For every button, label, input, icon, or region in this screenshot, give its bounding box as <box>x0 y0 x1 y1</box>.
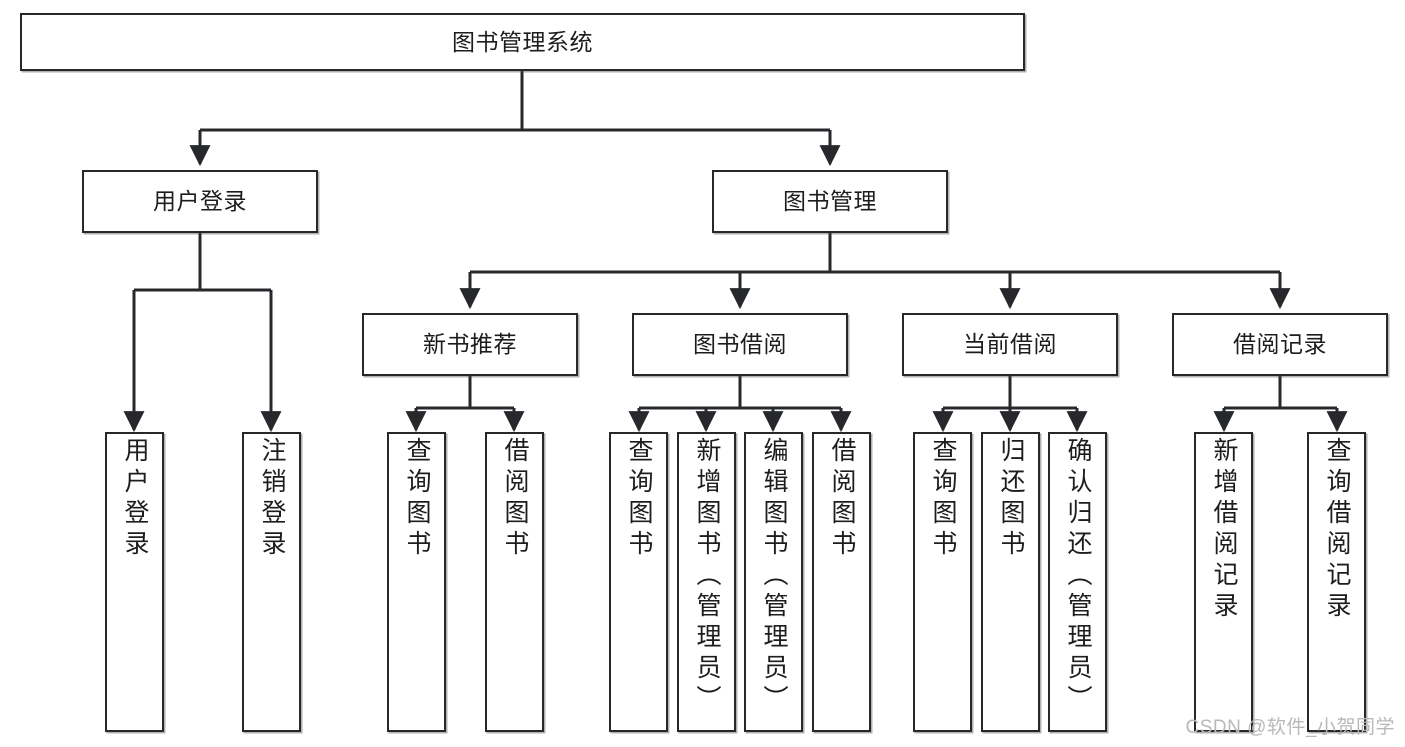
node-leaf-label: 查询图书 <box>403 437 431 561</box>
node-current-borrow-label: 当前借阅 <box>963 331 1057 358</box>
node-new-book-recommend-label: 新书推荐 <box>423 331 517 358</box>
node-leaf-label: 新增借阅记录 <box>1210 437 1238 623</box>
node-leaf-label: 查询图书 <box>625 437 653 561</box>
node-leaf-label: 用户登录 <box>121 437 149 561</box>
node-leaf-new-book-query[interactable]: 查询图书 <box>387 432 446 732</box>
node-leaf-current-borrow-confirm[interactable]: 确认归还（管理员） <box>1048 432 1107 732</box>
csdn-watermark: CSDN @软件_小贺同学 <box>1185 717 1395 738</box>
node-leaf-current-borrow-return[interactable]: 归还图书 <box>981 432 1040 732</box>
node-leaf-label: 确认归还（管理员） <box>1064 437 1092 716</box>
node-leaf-user-login-logout[interactable]: 注销登录 <box>242 432 301 732</box>
node-leaf-book-borrow-add[interactable]: 新增图书（管理员） <box>677 432 736 732</box>
node-book-borrow-label: 图书借阅 <box>693 331 787 358</box>
node-leaf-label: 查询图书 <box>929 437 957 561</box>
node-leaf-current-borrow-query[interactable]: 查询图书 <box>913 432 972 732</box>
node-book-management-label: 图书管理 <box>783 188 877 215</box>
node-leaf-label: 新增图书（管理员） <box>693 437 721 716</box>
node-borrow-record-label: 借阅记录 <box>1233 331 1327 358</box>
node-leaf-label: 借阅图书 <box>828 437 856 561</box>
node-leaf-book-borrow-query[interactable]: 查询图书 <box>609 432 668 732</box>
node-leaf-label: 归还图书 <box>997 437 1025 561</box>
node-root-library-system[interactable]: 图书管理系统 <box>20 13 1025 71</box>
node-leaf-borrow-record-add[interactable]: 新增借阅记录 <box>1194 432 1253 732</box>
node-leaf-book-borrow-borrow[interactable]: 借阅图书 <box>812 432 871 732</box>
node-user-login[interactable]: 用户登录 <box>82 170 318 233</box>
node-leaf-label: 编辑图书（管理员） <box>760 437 788 716</box>
node-leaf-label: 借阅图书 <box>501 437 529 561</box>
node-leaf-book-borrow-edit[interactable]: 编辑图书（管理员） <box>744 432 803 732</box>
node-borrow-record[interactable]: 借阅记录 <box>1172 313 1388 376</box>
node-leaf-new-book-borrow[interactable]: 借阅图书 <box>485 432 544 732</box>
node-leaf-label: 查询借阅记录 <box>1323 437 1351 623</box>
node-user-login-label: 用户登录 <box>153 188 247 215</box>
node-leaf-user-login-login[interactable]: 用户登录 <box>105 432 164 732</box>
node-leaf-borrow-record-query[interactable]: 查询借阅记录 <box>1307 432 1366 732</box>
node-current-borrow[interactable]: 当前借阅 <box>902 313 1118 376</box>
node-root-label: 图书管理系统 <box>452 28 593 55</box>
node-new-book-recommend[interactable]: 新书推荐 <box>362 313 578 376</box>
node-book-management[interactable]: 图书管理 <box>712 170 948 233</box>
node-book-borrow[interactable]: 图书借阅 <box>632 313 848 376</box>
node-leaf-label: 注销登录 <box>258 437 286 561</box>
